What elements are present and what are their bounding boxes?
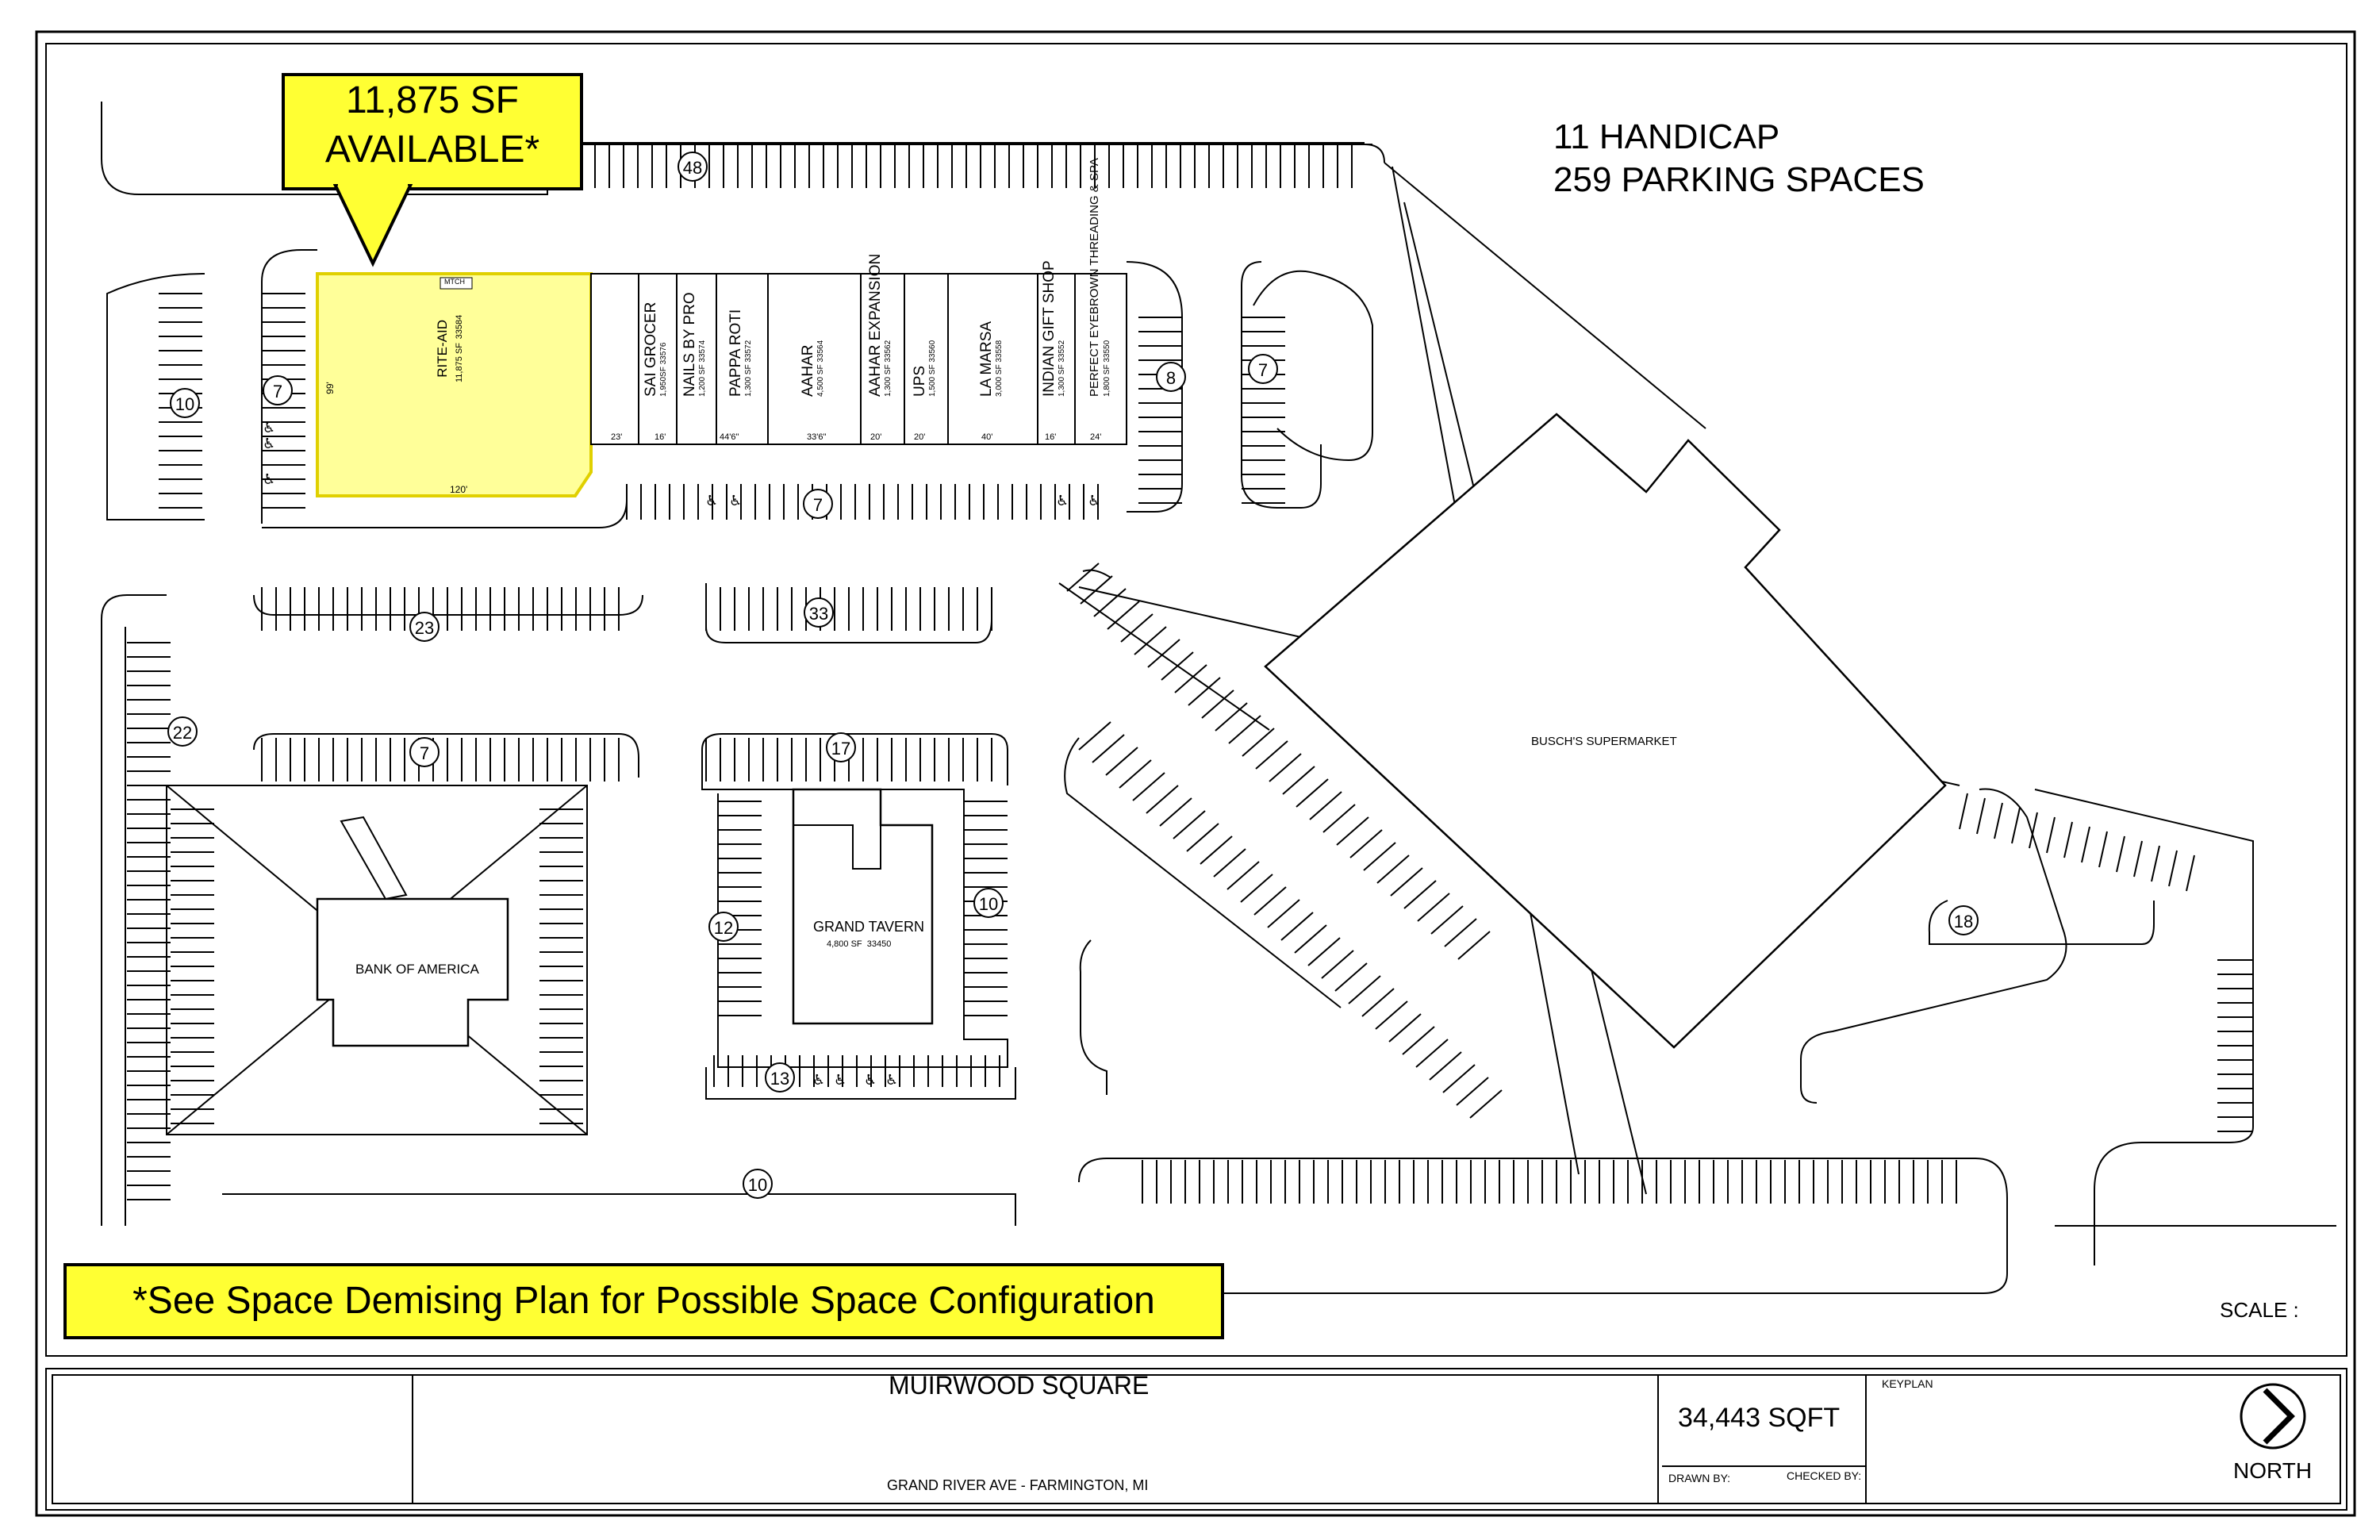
dimension-label: 23' bbox=[611, 432, 623, 442]
accessible-parking-icon: ♿ bbox=[263, 471, 276, 488]
project-title: MUIRWOOD SQUARE bbox=[889, 1371, 1150, 1400]
parking-count-badge: 7 bbox=[409, 737, 440, 767]
parking-count-badge: 7 bbox=[263, 375, 293, 405]
total-sqft: 34,443 SQFT bbox=[1678, 1403, 1841, 1433]
parking-count-badge: 17 bbox=[826, 732, 856, 762]
parking-count-badge: 23 bbox=[409, 612, 440, 642]
supermarket-label: BUSCH'S SUPERMARKET bbox=[1531, 735, 1677, 748]
drive-thru-lane bbox=[340, 816, 408, 901]
accessible-parking-icon: ♿ bbox=[263, 420, 276, 436]
parking-count-badge: 7 bbox=[1248, 354, 1278, 384]
mtch-label: MTCH bbox=[444, 278, 465, 286]
project-address: GRAND RIVER AVE - FARMINGTON, MI bbox=[887, 1477, 1149, 1493]
parking-count-badge: 48 bbox=[678, 152, 708, 182]
parking-count-badge: 7 bbox=[803, 489, 833, 519]
accessible-parking-icon: ♿ bbox=[885, 1072, 899, 1089]
dimension-label: 33'6" bbox=[807, 432, 827, 442]
west-island bbox=[106, 273, 205, 520]
parking-count: 259 PARKING SPACES bbox=[1553, 160, 1925, 199]
southeast-lots bbox=[1064, 270, 2336, 1294]
dimension-label: 44'6" bbox=[720, 432, 739, 442]
retail-strip bbox=[316, 272, 1127, 497]
accessible-parking-icon: ♿ bbox=[1056, 493, 1069, 509]
dimension-label: 40' bbox=[981, 432, 993, 442]
accessible-parking-icon: ♿ bbox=[729, 493, 743, 509]
parking-count-badge: 33 bbox=[804, 597, 834, 628]
middle-lots bbox=[701, 583, 1016, 1100]
parking-count-badge: 10 bbox=[170, 388, 200, 418]
tenant-sf: 1,950SF 33576 bbox=[659, 342, 668, 397]
tenant-sf: 1,500 SF 33560 bbox=[928, 340, 937, 397]
accessible-parking-icon: ♿ bbox=[864, 1072, 877, 1089]
parking-count-badge: 18 bbox=[1948, 905, 1979, 935]
parking-stalls bbox=[127, 293, 2253, 1204]
bank-label: BANK OF AMERICA bbox=[355, 962, 479, 977]
parking-count-badge: 22 bbox=[167, 716, 198, 747]
handicap-count: 11 HANDICAP bbox=[1553, 117, 1780, 156]
demising-note: *See Space Demising Plan for Possible Sp… bbox=[63, 1263, 1224, 1339]
north-arrow-icon bbox=[2240, 1383, 2306, 1450]
drawing-frame bbox=[45, 43, 2347, 1357]
busch-supermarket bbox=[1264, 413, 1947, 1049]
accessible-parking-icon: ♿ bbox=[263, 436, 276, 452]
tenant-sf: 1,800 SF 33550 bbox=[1103, 340, 1111, 397]
available-callout: 11,875 SF AVAILABLE* bbox=[282, 73, 583, 190]
dimension-label: 20' bbox=[914, 432, 926, 442]
tenant-sf: 1,300 SF 33562 bbox=[884, 340, 892, 397]
callout-pointer bbox=[333, 184, 413, 267]
tavern-label: GRAND TAVERN bbox=[813, 919, 925, 935]
accessible-parking-icon: ♿ bbox=[812, 1072, 826, 1089]
parking-count-badge: 12 bbox=[708, 912, 739, 942]
dimension-label: 16' bbox=[654, 432, 666, 442]
parking-count-badge: 10 bbox=[973, 888, 1004, 918]
parking-count-badge: 8 bbox=[1156, 362, 1186, 392]
grand-tavern-building bbox=[792, 788, 934, 1025]
dimension-label: 20' bbox=[870, 432, 882, 442]
dim-width: 120' bbox=[450, 484, 468, 495]
tavern-sf: 4,800 SF 33450 bbox=[827, 939, 892, 949]
checked-by: CHECKED BY: bbox=[1787, 1469, 1862, 1482]
parking-stalls-top bbox=[594, 144, 1353, 188]
tenant-sf: 1,300 SF 33552 bbox=[1058, 340, 1066, 397]
tenant-sf: 3,000 SF 33558 bbox=[995, 340, 1004, 397]
bank-of-america-building bbox=[316, 897, 509, 1047]
north-label: NORTH bbox=[2233, 1458, 2313, 1483]
tenant-rite-aid: RITE-AID 11,875 SF 33584 bbox=[435, 314, 464, 382]
accessible-parking-icon: ♿ bbox=[1088, 493, 1101, 509]
sheet-border bbox=[35, 30, 2356, 1517]
tenant-sf: 4,500 SF 33564 bbox=[816, 340, 825, 397]
dimension-label: 16' bbox=[1045, 432, 1057, 442]
dimension-label: 24' bbox=[1090, 432, 1102, 442]
scale-label: SCALE : bbox=[2220, 1298, 2299, 1322]
tenant-sf: 1,300 SF 33572 bbox=[744, 340, 753, 397]
parking-count-badge: 10 bbox=[743, 1169, 773, 1199]
title-block bbox=[45, 1368, 2347, 1511]
drawn-by: DRAWN BY: bbox=[1668, 1472, 1731, 1484]
accessible-parking-icon: ♿ bbox=[705, 493, 719, 509]
dim-depth: 99' bbox=[324, 382, 336, 394]
keyplan-label: KEYPLAN bbox=[1882, 1377, 1933, 1390]
rite-aid-space bbox=[316, 272, 593, 497]
tenant-sf: 1,200 SF 33574 bbox=[698, 340, 707, 397]
parking-count-badge: 13 bbox=[765, 1062, 795, 1093]
accessible-parking-icon: ♿ bbox=[834, 1072, 847, 1089]
